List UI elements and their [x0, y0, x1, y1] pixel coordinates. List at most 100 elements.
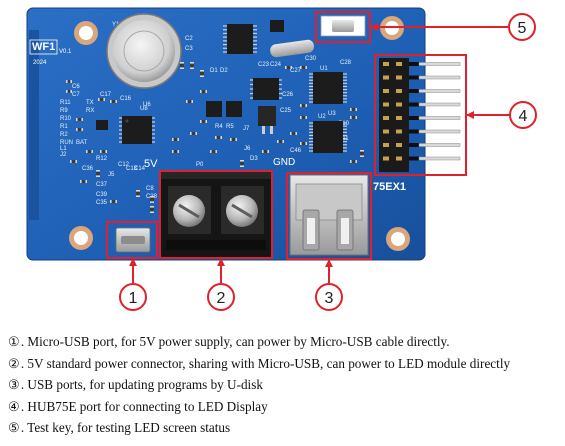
refdes-label: R11 — [60, 100, 71, 106]
refdes-label: C36 — [82, 166, 94, 172]
callout-number-2: 2 — [217, 290, 226, 307]
refdes-label: C3 — [185, 46, 193, 52]
caption-1-number: ① — [8, 334, 20, 349]
refdes-label: C6 — [72, 84, 80, 90]
coin-battery — [106, 13, 182, 89]
year-label: 2024 — [33, 60, 47, 66]
refdes-label: C10 — [338, 121, 350, 127]
callout-number-3: 3 — [325, 290, 334, 307]
caption-2-number: ② — [8, 355, 20, 371]
label-hub: 75EX1 — [373, 181, 406, 193]
refdes-label: C30 — [305, 56, 317, 62]
crystal — [270, 39, 314, 58]
usb-a-port — [289, 174, 369, 256]
refdes-label: R5 — [226, 124, 234, 130]
caption-4: ④. HUB75E port for connecting to LED Dis… — [8, 396, 560, 418]
refdes-label: TX — [86, 100, 94, 106]
caption-2-text: . 5V standard power connector, sharing w… — [20, 355, 511, 371]
refdes-label: C46 — [290, 148, 302, 154]
label-gnd: GND — [273, 157, 295, 168]
refdes-label: Y1 — [112, 22, 120, 28]
callout-circle-5 — [508, 13, 536, 41]
refdes-label: L1 — [60, 146, 67, 152]
refdes-label: RX — [86, 108, 94, 114]
callout-number-5: 5 — [518, 20, 527, 37]
refdes-label: R9 — [60, 108, 68, 114]
screw-terminal — [160, 171, 272, 257]
regulator-chip — [253, 78, 279, 100]
test-key — [320, 15, 366, 37]
refdes-label: D1 — [210, 68, 218, 74]
refdes-label: C39 — [96, 192, 108, 198]
refdes-label: C16 — [120, 96, 132, 102]
caption-list: ①. Micro-USB port, for 5V power supply, … — [8, 331, 560, 439]
mounting-holes — [69, 16, 410, 251]
antenna-area — [29, 30, 39, 220]
refdes-label: C37 — [96, 182, 108, 188]
callout-circle-4 — [509, 101, 537, 129]
caption-3-number: ③ — [8, 377, 20, 392]
refdes-label: D3 — [250, 156, 258, 162]
hub75e-header — [379, 58, 461, 172]
refdes-label: BAT — [76, 140, 88, 146]
refdes-label: RUN — [60, 140, 73, 146]
refdes-label: P0 — [196, 162, 204, 168]
flash-chip — [227, 24, 253, 54]
callout-box-2 — [159, 170, 273, 259]
refdes-label: R10 — [60, 116, 72, 122]
refdes-label: C14 — [134, 166, 146, 172]
caption-3-text: . USB ports, for updating programs by U-… — [20, 377, 263, 392]
refdes-label: U3 — [328, 111, 336, 117]
refdes-label: C2 — [185, 36, 193, 42]
refdes-label: C27 — [290, 68, 302, 74]
refdes-label: C28 — [340, 60, 352, 66]
callout-circle-2 — [207, 283, 235, 311]
label-5v: 5V — [144, 158, 158, 170]
refdes-label: C35 — [96, 200, 108, 206]
version-label: V0.1 — [59, 49, 72, 55]
callout-number-4: 4 — [519, 108, 528, 125]
refdes-label: U1 — [320, 66, 328, 72]
refdes-label: R12 — [96, 156, 108, 162]
caption-1: ①. Micro-USB port, for 5V power supply, … — [8, 331, 560, 353]
buffer-chip-1 — [206, 101, 222, 117]
refdes-label: R2 — [60, 132, 68, 138]
callout-circle-3 — [315, 283, 343, 311]
caption-5: ⑤. Test key, for testing LED screen stat… — [8, 417, 560, 439]
caption-3: ③. USB ports, for updating programs by U… — [8, 374, 560, 396]
driver-chip-2 — [313, 121, 343, 153]
driver-chip-1 — [313, 72, 343, 104]
refdes-label: C13 — [126, 166, 138, 172]
caption-4-text: . HUB75E port for connecting to LED Disp… — [20, 398, 268, 414]
regulator-tab — [258, 106, 276, 126]
refdes-label: D2 — [220, 68, 228, 74]
refdes-label: C17 — [100, 92, 112, 98]
refdes-label: C7 — [72, 92, 80, 98]
small-chip — [270, 20, 284, 32]
refdes-label: C12 — [118, 162, 130, 168]
refdes-label: J6 — [244, 146, 251, 152]
refdes-label: C24 — [270, 62, 282, 68]
caption-4-number: ④ — [8, 398, 20, 414]
buffer-chip-2 — [226, 101, 242, 117]
refdes-label: U2 — [318, 114, 326, 120]
model-label: WF1 — [32, 41, 55, 53]
caption-5-text: . Test key, for testing LED screen statu… — [20, 420, 231, 435]
refdes-label: C8 — [146, 186, 154, 192]
sot-chip — [96, 120, 108, 130]
refdes-label: C26 — [282, 92, 294, 98]
refdes-label: U6 — [143, 102, 151, 108]
caption-2: ②. 5V standard power connector, sharing … — [8, 353, 560, 375]
refdes-label: C23 — [258, 62, 270, 68]
refdes-label: C25 — [280, 108, 292, 114]
callout-circle-1 — [119, 283, 147, 311]
refdes-label: R1 — [60, 124, 68, 130]
refdes-label: J2 — [60, 152, 67, 158]
refdes-label: U8 — [140, 106, 148, 112]
refdes-label: J5 — [108, 172, 115, 178]
caption-5-number: ⑤ — [8, 420, 20, 435]
refdes-label: J7 — [243, 126, 250, 132]
caption-1-text: . Micro-USB port, for 5V power supply, c… — [20, 334, 450, 349]
callout-number-1: 1 — [129, 290, 138, 307]
